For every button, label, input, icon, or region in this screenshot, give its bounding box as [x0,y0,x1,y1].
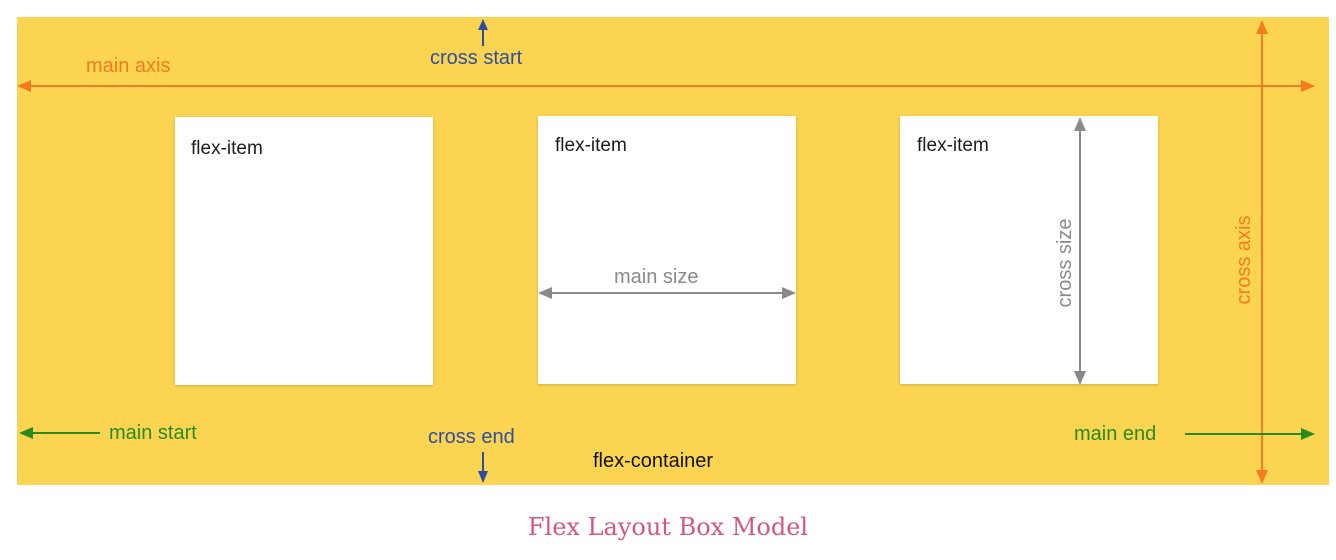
flex-item-1: flex-item [175,117,433,385]
flex-item-3: flex-item [900,116,1158,384]
main-axis-label: main axis [86,55,171,77]
flex-item-label: flex-item [555,135,627,156]
flex-item-label: flex-item [917,135,989,156]
main-start-label: main start [109,422,197,444]
main-end-label: main end [1074,423,1157,445]
flex-item-2: flex-item [538,116,796,384]
cross-size-label: cross size [1054,218,1076,308]
cross-axis-label: cross axis [1233,215,1255,305]
cross-end-label: cross end [428,426,515,448]
flex-container-box: flex-item flex-item flex-item [17,17,1329,485]
main-size-label: main size [614,266,699,288]
flex-container-label: flex-container [593,450,714,472]
figure-caption: Flex Layout Box Model [527,513,809,541]
flex-item-label: flex-item [191,138,263,159]
cross-start-label: cross start [430,47,523,69]
